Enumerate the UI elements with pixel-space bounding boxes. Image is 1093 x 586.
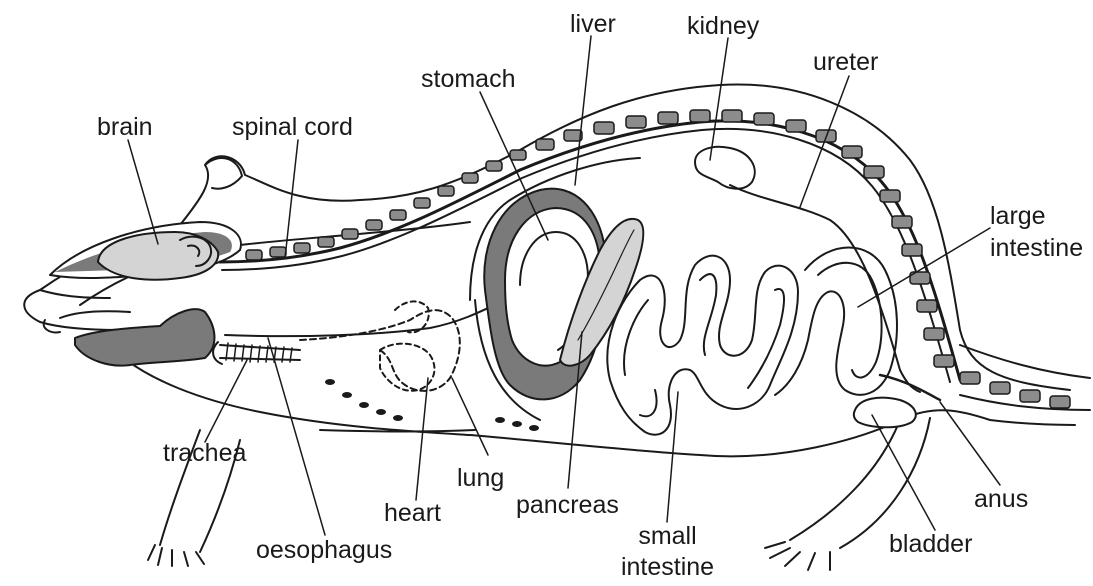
hind-paw bbox=[765, 542, 830, 570]
label-large-intestine-line2: intestine bbox=[990, 234, 1083, 262]
label-anus: anus bbox=[974, 485, 1028, 513]
lung-lobes bbox=[395, 301, 429, 332]
label-small-intestine-line2: intestine bbox=[610, 553, 725, 581]
bladder-shape bbox=[854, 398, 916, 428]
heart-outline bbox=[380, 344, 434, 391]
rib-dots bbox=[325, 379, 539, 431]
label-lung: lung bbox=[457, 464, 504, 492]
oesophagus-tube bbox=[225, 300, 505, 336]
leader-lung bbox=[452, 378, 488, 455]
leader-brain bbox=[128, 140, 158, 244]
leader-heart bbox=[416, 378, 428, 500]
leader-kidney bbox=[710, 38, 728, 160]
leader-bladder bbox=[872, 415, 935, 530]
label-stomach: stomach bbox=[421, 65, 515, 93]
label-brain: brain bbox=[97, 113, 153, 141]
label-liver: liver bbox=[570, 10, 616, 38]
upper-teeth bbox=[60, 311, 130, 318]
leader-trachea bbox=[205, 360, 247, 442]
small-intestine bbox=[607, 256, 798, 435]
label-large-intestine-line1: large bbox=[990, 202, 1046, 230]
label-small-intestine-line1: small bbox=[610, 522, 725, 550]
label-bladder: bladder bbox=[889, 530, 972, 558]
label-oesophagus: oesophagus bbox=[256, 536, 392, 564]
leader-oesophagus bbox=[268, 338, 325, 535]
nasal-line bbox=[40, 290, 110, 298]
label-kidney: kidney bbox=[687, 12, 759, 40]
belly-outline bbox=[120, 355, 1075, 456]
label-trachea: trachea bbox=[163, 439, 246, 467]
rectum bbox=[880, 375, 940, 400]
large-intestine-inner bbox=[818, 263, 882, 378]
label-pancreas: pancreas bbox=[516, 491, 619, 519]
label-heart: heart bbox=[384, 499, 441, 527]
leader-liver bbox=[575, 36, 591, 185]
front-paw bbox=[148, 545, 204, 566]
kidney-shape bbox=[695, 147, 755, 189]
label-spinal-cord: spinal cord bbox=[232, 113, 353, 141]
label-ureter: ureter bbox=[813, 48, 878, 76]
jaw-bone bbox=[75, 309, 214, 365]
